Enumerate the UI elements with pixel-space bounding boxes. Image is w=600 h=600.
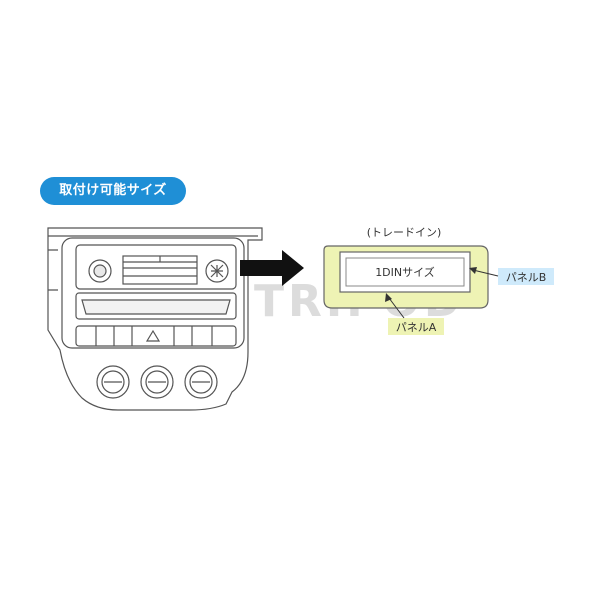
panel-b-label: パネルB — [506, 271, 547, 284]
hazard-triangle-icon — [145, 329, 161, 342]
vent-knob-icon — [96, 365, 218, 399]
din-size-label: 1DINサイズ — [375, 265, 435, 279]
right-arrow-icon — [240, 250, 304, 286]
size-badge: 取付け可能サイズ — [40, 177, 186, 205]
panel-a-tag — [388, 318, 444, 335]
panel-b-tag — [498, 268, 554, 285]
car-console-illustration — [47, 227, 263, 411]
panel-b-pointer-icon — [469, 267, 477, 274]
panel-a-pointer-icon — [385, 293, 392, 302]
din-slot — [345, 257, 465, 287]
panel-a-label: パネルA — [396, 321, 437, 334]
tray-in-label: (トレードイン) — [367, 226, 442, 239]
